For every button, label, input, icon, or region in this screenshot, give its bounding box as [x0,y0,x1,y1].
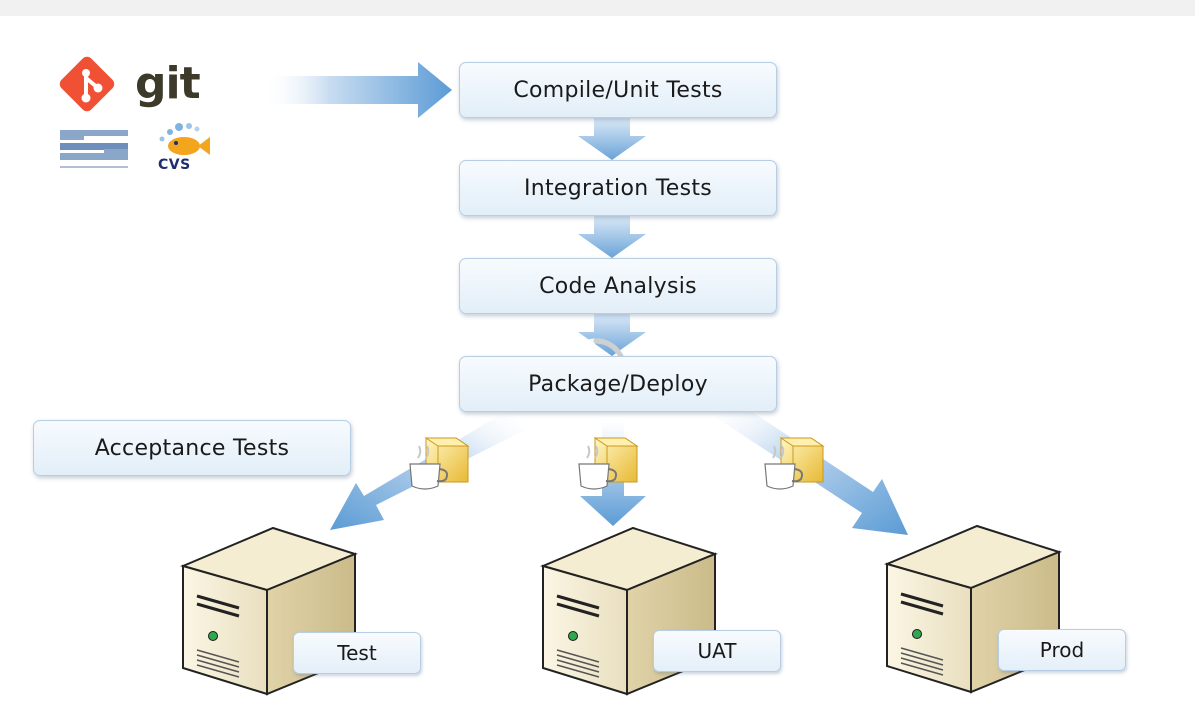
jar-package-icon-prod [764,437,825,490]
step-code-analysis: Code Analysis [459,258,777,314]
git-logo-icon [59,56,115,112]
down-arrow-3 [578,314,646,356]
cvs-logo-text: CVS [158,157,191,173]
subversion-logo-icon [60,128,128,172]
acceptance-tests-box: Acceptance Tests [33,420,351,476]
step-package-deploy: Package/Deploy [459,356,777,412]
step-compile-unit-tests: Compile/Unit Tests [459,62,777,118]
cvs-logo-icon [159,123,210,155]
server-label-test: Test [293,632,421,674]
down-arrow-2 [578,216,646,258]
down-arrow-1 [578,118,646,160]
step-integration-tests: Integration Tests [459,160,777,216]
window-top-bar [0,0,1195,16]
server-icon-uat [539,526,718,696]
git-logo-text: git [135,58,201,109]
jar-package-icon-uat [578,437,639,490]
server-label-prod: Prod [998,629,1126,671]
jar-package-icon-test [409,437,470,490]
server-icon-prod [883,524,1062,694]
server-label-uat: UAT [653,630,781,672]
vcs-to-build-arrow [262,62,452,118]
